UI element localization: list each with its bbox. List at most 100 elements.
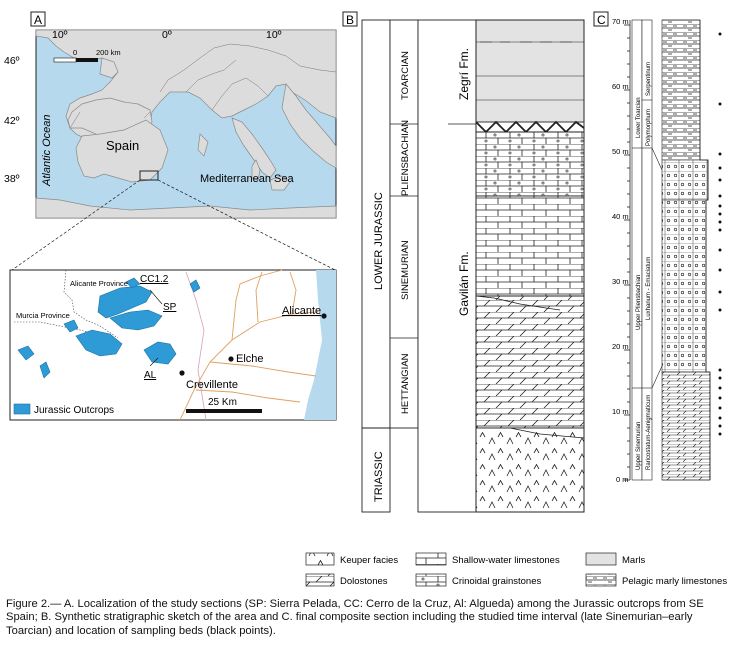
lon-tick-east: 10º [266, 29, 282, 41]
panel-c-label: C [597, 13, 606, 27]
site-sp-leader [149, 289, 163, 305]
legend-marl-label: Marls [622, 555, 645, 566]
sample-dot [718, 178, 722, 182]
sample-dot [718, 152, 722, 156]
label-alicante-province: Alicante Province [70, 279, 128, 288]
main-map-scalebar [53, 57, 98, 63]
scale-dist: 200 km [96, 48, 121, 57]
sample-dot [718, 220, 722, 224]
legend-keuper-swatch [305, 552, 335, 566]
lithology-legend: Keuper facies Dolostones Shallow-water l… [305, 552, 727, 587]
inset-scale-label: 25 Km [208, 397, 237, 408]
height-axis [624, 20, 631, 481]
inset-roads [179, 269, 319, 421]
sample-dot [718, 386, 722, 390]
legend-marl-swatch [585, 552, 617, 566]
legend-pelagic-swatch [585, 573, 617, 587]
zone-serpentinum: Serpentinum [646, 62, 652, 96]
stage-upper-sinemurian: Upper Sinemurian [636, 422, 642, 470]
system-triassic: TRIASSIC [373, 451, 385, 502]
sample-dot [718, 102, 722, 106]
legend-keuper-label: Keuper facies [340, 555, 398, 566]
panel-a: A 10º 0º 10º 46º 42º 38º 0 200 km Atlant… [4, 11, 337, 421]
panel-a-label: A [34, 13, 42, 27]
label-site-cc: CC1.2 [140, 274, 169, 285]
sample-dot [718, 432, 722, 436]
panel-b-lithology [475, 19, 585, 513]
stage-column [389, 19, 419, 429]
label-elche: Elche [236, 353, 264, 365]
height-tick-70: 70 m [612, 17, 629, 26]
sample-dot [718, 204, 722, 208]
formation-column [417, 19, 477, 513]
stage-lower-toarcian: Lower Toarcian [636, 97, 642, 138]
inset-scalebar [186, 409, 262, 413]
stage-toarcian: TOARCIAN [400, 51, 411, 100]
legend-shallow-label: Shallow-water limestones [452, 555, 560, 566]
zone-polymorphum: Polymorphum [646, 109, 652, 146]
label-crevillente: Crevillente [186, 379, 238, 391]
sample-dot [718, 212, 722, 216]
stage-pliensbachian: PLIENSBACHIAN [400, 120, 411, 196]
sample-dot [718, 406, 722, 410]
lon-tick-west: 10º [52, 29, 68, 41]
panel-b-label-box [342, 11, 358, 27]
sample-dot [718, 424, 722, 428]
stage-upper-pliensbachian: Upper Pliensbachian [636, 275, 642, 330]
legend-crinoid-label: Crinoidal grainstones [452, 576, 541, 587]
label-site-al: AL [144, 370, 157, 381]
main-map-land [35, 29, 337, 219]
scale-zero: 0 [73, 48, 77, 57]
lat-tick-46: 46º [4, 55, 20, 67]
sample-dot [718, 166, 722, 170]
panel-b-label: B [346, 13, 354, 27]
study-area-box [139, 170, 159, 181]
label-site-sp: SP [163, 302, 177, 313]
panel-c-lithology [661, 19, 711, 481]
legend-shallow-swatch [415, 552, 447, 566]
sample-dot [718, 268, 722, 272]
stage-column-c [631, 19, 643, 481]
legend-dolo-swatch [305, 573, 335, 587]
panel-a-label-box [30, 11, 46, 27]
map-borders [69, 43, 337, 129]
figure-caption: Figure 2.— A. Localization of the study … [6, 598, 704, 637]
zoom-line-left [11, 179, 141, 271]
panel-c: C 70 m 60 m 50 m 40 m 30 m 20 m 10 m 0 m… [593, 11, 722, 484]
legend-crinoid-swatch [415, 573, 447, 587]
sample-dot [718, 396, 722, 400]
sample-dot [718, 194, 722, 198]
panel-b: B LOWER JURASSIC TRIASSIC TOARCIAN PLIEN… [342, 11, 585, 513]
sample-dot [718, 228, 722, 232]
sampling-beds [718, 32, 722, 436]
legend-pelagic-label: Pelagic marly limestones [622, 576, 727, 587]
system-lower-jurassic: LOWER JURASSIC [373, 192, 385, 290]
label-ocean: Atlantic Ocean [41, 114, 53, 187]
zone-column-c [641, 19, 653, 481]
inset-province-borders [14, 269, 119, 339]
formation-zegri: Zegrí Fm. [457, 48, 471, 100]
sample-dot [718, 308, 722, 312]
sample-dot [718, 32, 722, 36]
sample-dot [718, 416, 722, 420]
legend-outcrop-swatch [13, 403, 31, 415]
sample-dot [718, 376, 722, 380]
height-tick-50: 50 m [612, 147, 629, 156]
lon-tick-zero: 0º [162, 29, 172, 41]
figure-canvas: A 10º 0º 10º 46º 42º 38º 0 200 km Atlant… [4, 11, 727, 587]
stage-hettangian: HETTANGIAN [400, 353, 411, 414]
formation-gavilan: Gavilán Fm. [457, 251, 471, 316]
sample-dot [718, 368, 722, 372]
sample-dot [718, 290, 722, 294]
inset-rivers [185, 271, 207, 421]
panel-c-label-box [593, 11, 609, 27]
zoom-line-right [157, 179, 336, 271]
lat-tick-42: 42º [4, 115, 20, 127]
sample-dot [718, 248, 722, 252]
legend-dolo-label: Dolostones [340, 576, 388, 587]
height-tick-30: 30 m [612, 277, 629, 286]
height-tick-40: 40 m [612, 212, 629, 221]
height-tick-10: 10 m [612, 407, 629, 416]
stage-sinemurian: SINEMURIAN [400, 240, 411, 300]
zone-luxhanum: Luxhanum - Emaciatum [646, 257, 652, 320]
